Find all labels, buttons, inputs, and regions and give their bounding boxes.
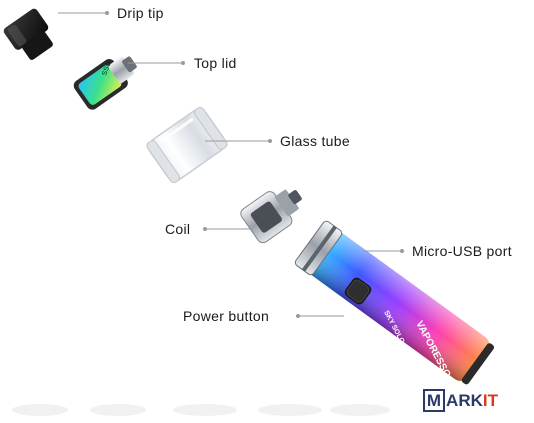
- label-drip-tip: Drip tip: [117, 5, 164, 21]
- floor-reflections: [12, 404, 390, 416]
- leader-dot-top-lid: [181, 61, 185, 65]
- top-lid-part: SSO: [73, 56, 137, 110]
- leader-dot-micro-usb: [400, 249, 404, 253]
- leader-lines: [58, 11, 404, 318]
- power-button-part: [344, 277, 372, 305]
- battery-body-part: [294, 220, 495, 385]
- label-top-lid: Top lid: [194, 55, 237, 71]
- drip-tip-part: [3, 8, 53, 60]
- leader-dot-power-button: [296, 314, 300, 318]
- watermark-ark: ARK: [446, 391, 483, 410]
- markit-watermark: M ARK IT: [422, 389, 498, 412]
- leader-dot-drip-tip: [105, 11, 109, 15]
- glass-tube-part: [146, 106, 228, 184]
- leader-dot-coil: [203, 227, 207, 231]
- top-lid-screen-text: SSO: [101, 60, 113, 77]
- label-glass-tube: Glass tube: [280, 133, 350, 149]
- watermark-it: IT: [482, 391, 498, 410]
- watermark-m: M: [422, 389, 446, 412]
- label-power-button: Power button: [183, 308, 270, 324]
- label-coil: Coil: [165, 221, 191, 237]
- leader-dot-glass-tube: [268, 139, 272, 143]
- coil-part: [240, 189, 302, 244]
- label-micro-usb-port: Micro-USB port: [412, 243, 512, 259]
